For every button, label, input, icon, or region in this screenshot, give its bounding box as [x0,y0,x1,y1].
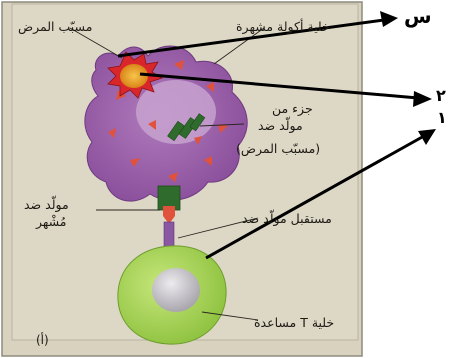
annotation-label-middle: ٢ [436,88,446,104]
label-antigen-receptor: مستقبل مولّد ضد [242,212,332,226]
presented-antigen [163,206,175,216]
label-antigen-fragment-1: جزء من [272,102,313,116]
annotation-label-bottom: ١ [437,110,447,126]
annotation-label-top: س [404,6,432,26]
arrowhead-middle [413,91,432,107]
label-helper-t-cell: خلية T مساعدة [254,316,334,330]
label-pathogen: مسبّب المرض [18,20,92,34]
label-presented-antigen-2: مُشْهر [36,215,67,229]
arrowhead-top [380,11,398,27]
label-antigen-fragment-3: (مسبّب المرض) [236,142,320,156]
label-macrophage: خلية أكولة مشهرة [236,20,330,34]
label-presented-antigen-1: مولّد ضد [24,198,69,212]
label-antigen-fragment-2: مولّد ضد [258,119,303,133]
t-cell-nucleus [152,268,200,312]
panel-letter: (أ) [36,334,49,348]
